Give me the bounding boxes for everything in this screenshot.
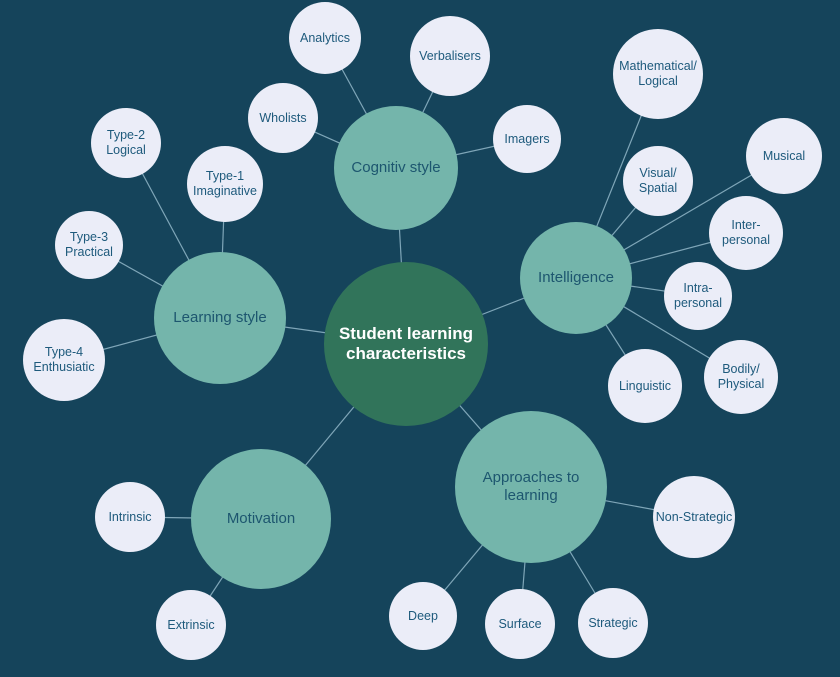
leaf-node-imagers: Imagers — [493, 105, 561, 173]
branch-node-learning-style: Learning style — [154, 252, 286, 384]
leaf-node-musical: Musical — [746, 118, 822, 194]
leaf-node-deep: Deep — [389, 582, 457, 650]
branch-node-motivation: Motivation — [191, 449, 331, 589]
leaf-node-surface: Surface — [485, 589, 555, 659]
leaf-node-strategic: Strategic — [578, 588, 648, 658]
leaf-node-inter-personal: Inter- personal — [709, 196, 783, 270]
leaf-node-verbalisers: Verbalisers — [410, 16, 490, 96]
leaf-node-analytics: Analytics — [289, 2, 361, 74]
leaf-node-wholists: Wholists — [248, 83, 318, 153]
leaf-node-non-strategic: Non-Strategic — [653, 476, 735, 558]
leaf-node-linguistic: Linguistic — [608, 349, 682, 423]
leaf-node-extrinsic: Extrinsic — [156, 590, 226, 660]
leaf-node-type-1-imaginative: Type-1 Imaginative — [187, 146, 263, 222]
leaf-node-mathematical-logical: Mathematical/ Logical — [613, 29, 703, 119]
leaf-node-bodily-physical: Bodily/ Physical — [704, 340, 778, 414]
branch-node-intelligence: Intelligence — [520, 222, 632, 334]
leaf-node-type-4-enthusiatic: Type-4 Enthusiatic — [23, 319, 105, 401]
center-node-student-learning-characteristics: Student learning characteristics — [324, 262, 488, 426]
leaf-node-type-2-logical: Type-2 Logical — [91, 108, 161, 178]
leaf-node-intra-personal: Intra- personal — [664, 262, 732, 330]
leaf-node-visual-spatial: Visual/ Spatial — [623, 146, 693, 216]
branch-node-approaches-to-learning: Approaches to learning — [455, 411, 607, 563]
branch-node-cognitiv-style: Cognitiv style — [334, 106, 458, 230]
leaf-node-type-3-practical: Type-3 Practical — [55, 211, 123, 279]
leaf-node-intrinsic: Intrinsic — [95, 482, 165, 552]
